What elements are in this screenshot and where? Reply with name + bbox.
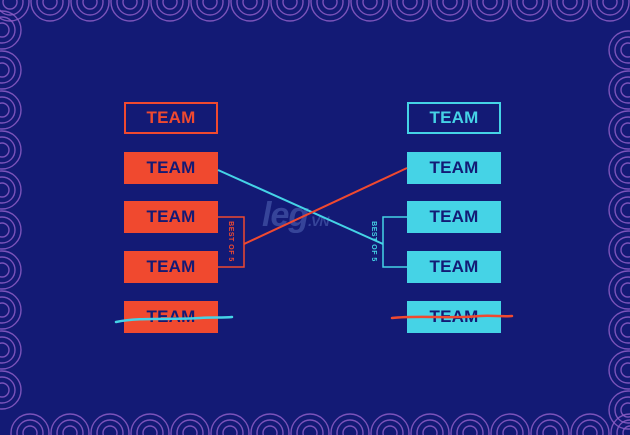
left-best-of-5-label: BEST OF 5 xyxy=(226,221,234,262)
left-team-2: TEAM xyxy=(124,201,218,233)
left-header-team: TEAM xyxy=(124,102,218,134)
right-team-3: TEAM xyxy=(407,251,501,283)
right-team-1: TEAM xyxy=(407,152,501,184)
left-team-4-eliminated: TEAM xyxy=(124,301,218,333)
right-header-team: TEAM xyxy=(407,102,501,134)
right-team-2: TEAM xyxy=(407,201,501,233)
left-team-3: TEAM xyxy=(124,251,218,283)
left-team-1: TEAM xyxy=(124,152,218,184)
right-team-4-eliminated: TEAM xyxy=(407,301,501,333)
watermark-logo: leg.VN xyxy=(262,196,329,234)
right-best-of-5-label: BEST OF 5 xyxy=(369,221,377,262)
